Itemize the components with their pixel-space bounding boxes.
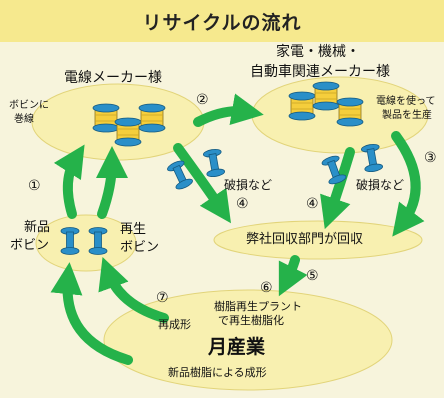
manufacturer-label-line1: 家電・機械・: [276, 44, 360, 60]
wire-spool-icon: [138, 103, 166, 133]
collection-label: 弊社回収部門が回収: [246, 232, 364, 247]
arrow-step-3: [391, 131, 425, 237]
arrow-step-7: [98, 256, 169, 323]
recycled-bobbin-line2: ボビン: [120, 240, 160, 255]
title-banner: リサイクルの流れ: [0, 0, 444, 42]
damage-label-left: 破損など: [224, 178, 273, 192]
arrow-new-molding: [50, 262, 133, 365]
arrow-step-4a: [173, 143, 231, 224]
bobbin-winding-line2: 巻線: [14, 114, 34, 125]
page-title: リサイクルの流れ: [142, 11, 302, 34]
wire-spool-icon: [336, 97, 364, 127]
wire-spool-icon: [92, 103, 120, 133]
collection-ellipse: [213, 220, 423, 260]
company-ellipse: [103, 289, 393, 391]
company-name: 月産業: [208, 336, 266, 358]
arrow-step-4b: [320, 147, 355, 230]
step-4-marker-right: ④: [306, 196, 319, 212]
wire-maker-label: 電線メーカー様: [64, 70, 162, 86]
recycled-bobbin-line1: 再生: [120, 222, 147, 237]
new-bobbin-line2: ボビン: [10, 238, 50, 253]
bobbin-winding-line1: ボビンに: [9, 100, 49, 111]
wire-spool-icon: [288, 91, 316, 121]
product-mfg-line1: 電線を使って: [376, 96, 436, 107]
plant-label-line2: で再生樹脂化: [218, 314, 284, 327]
step-5-marker: ⑤: [306, 268, 319, 284]
arrow-step-5: [278, 255, 308, 297]
damage-label-right: 破損など: [356, 178, 405, 192]
virgin-molding-label: 新品樹脂による成形: [168, 366, 267, 379]
empty-bobbin-icon: [202, 147, 226, 179]
wire-spool-icon: [114, 117, 142, 147]
plant-label-line1: 樹脂再生プラント: [214, 300, 302, 313]
step-1-marker: ①: [28, 178, 41, 194]
arrow-step-2: [193, 93, 264, 127]
step-4-marker-left: ④: [236, 196, 249, 212]
product-mfg-line2: 製品を生産: [382, 110, 432, 121]
manufacturer-label-line2: 自動車関連メーカー様: [250, 64, 390, 80]
step-6-marker: ⑥: [260, 280, 273, 296]
wire-spool-icon: [312, 81, 340, 111]
step-2-marker: ②: [196, 92, 209, 108]
remolding-label: 再成形: [158, 318, 191, 331]
step-3-marker: ③: [424, 150, 437, 166]
step-7-marker: ⑦: [156, 290, 169, 306]
arrow-step-1b: [95, 146, 128, 219]
new-bobbin-line1: 新品: [24, 220, 51, 235]
arrow-step-1a: [53, 144, 85, 219]
